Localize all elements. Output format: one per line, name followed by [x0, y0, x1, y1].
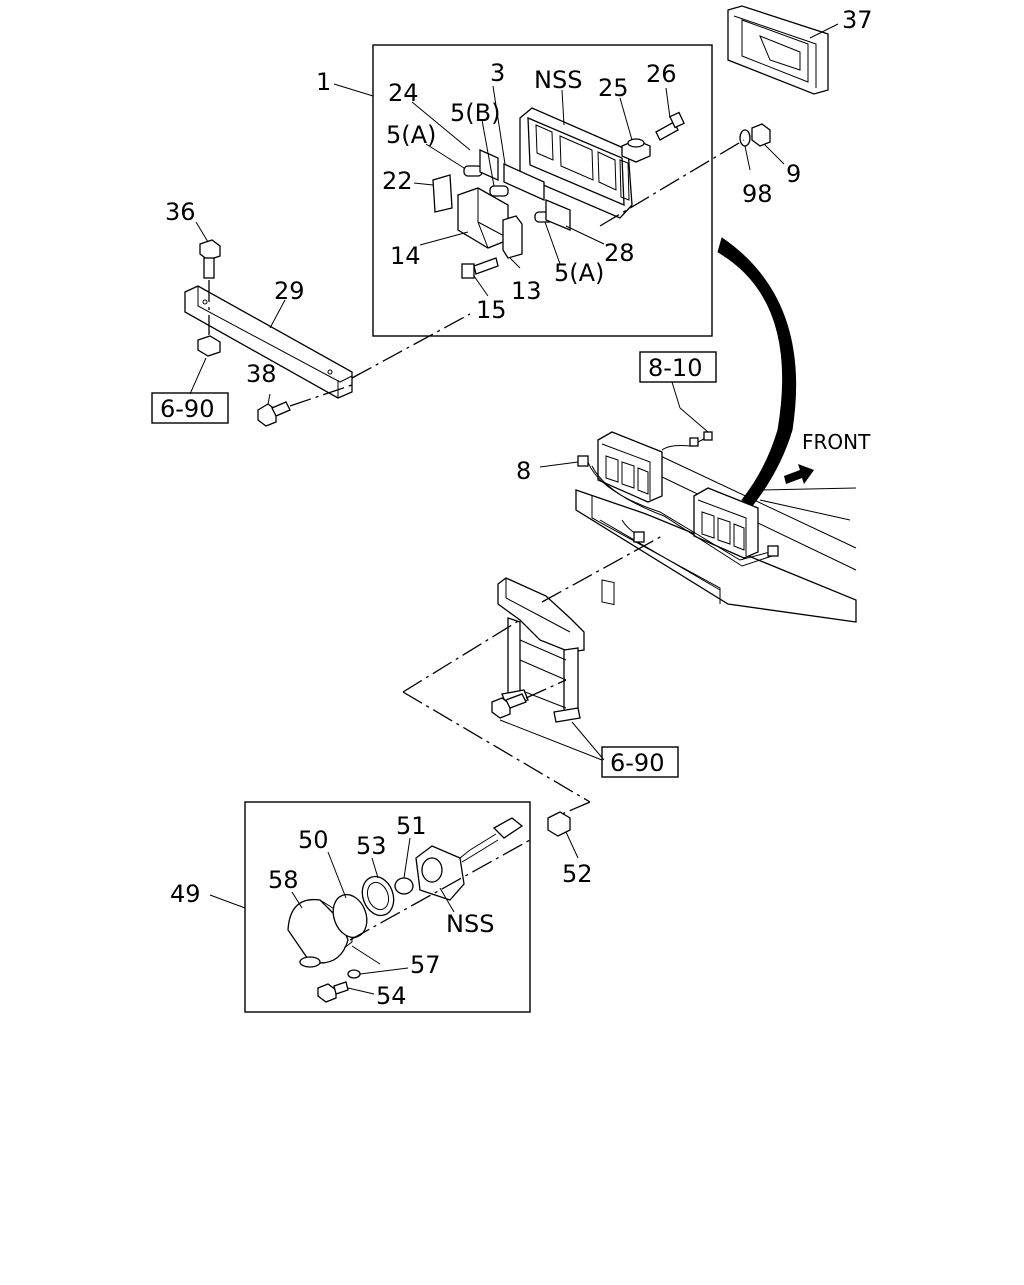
plate-3 [503, 162, 545, 202]
label-nss-bottom: NSS [446, 910, 494, 938]
callout-51: 51 [396, 812, 427, 840]
lamp-housing-left [597, 431, 663, 606]
cover-14 [457, 187, 509, 249]
pin-5a-top [463, 165, 483, 177]
callout-52: 52 [562, 860, 593, 888]
callout-38: 38 [246, 360, 277, 388]
plate-24 [479, 148, 499, 182]
callout-50: 50 [298, 826, 329, 854]
callout-36: 36 [165, 198, 196, 226]
nut-9 [751, 123, 771, 147]
callout-15: 15 [476, 296, 507, 324]
leaders-group-49 [209, 831, 579, 995]
group-1-frame [372, 44, 713, 337]
bracket-29 [184, 285, 353, 399]
callout-8: 8 [516, 457, 531, 485]
bolt-stand [491, 693, 527, 719]
bracket-13 [502, 215, 523, 259]
callout-3: 3 [490, 59, 505, 87]
screw-54 [317, 981, 349, 1003]
connector [492, 817, 524, 839]
ref-box-6-90-right [601, 746, 679, 778]
callout-58: 58 [268, 866, 299, 894]
wire-harness [577, 407, 779, 567]
front-arrow-icon [784, 464, 814, 484]
callout-22: 22 [382, 167, 413, 195]
bulb-51 [394, 877, 414, 895]
callout-14: 14 [390, 242, 421, 270]
callout-54: 54 [376, 982, 407, 1010]
assembly-arrow [717, 237, 797, 507]
callout-28: 28 [604, 239, 635, 267]
group-49-frame [244, 801, 531, 1013]
bolt-36 [199, 239, 221, 279]
gasket-53 [361, 875, 395, 917]
callout-53: 53 [356, 832, 387, 860]
callout-24: 24 [388, 79, 419, 107]
callout-25: 25 [598, 74, 629, 102]
callout-9: 9 [786, 160, 801, 188]
ref-label-6-90-right: 6-90 [610, 749, 664, 777]
washer-98 [739, 129, 751, 147]
callout-98: 98 [742, 180, 773, 208]
washer-57 [347, 969, 361, 979]
callout-37: 37 [842, 6, 873, 34]
callout-5b: 5(B) [450, 99, 500, 127]
callout-29: 29 [274, 277, 305, 305]
lamp-housing-right [693, 487, 759, 559]
cab-frame [575, 451, 857, 623]
pin-5b [489, 185, 509, 197]
ref-box-8-10 [639, 351, 717, 383]
ref-label-6-90-left: 6-90 [160, 395, 214, 423]
lens-50 [332, 893, 368, 939]
screw-26 [655, 111, 685, 141]
ref-box-6-90-left [151, 392, 229, 424]
ref-label-8-10: 8-10 [648, 354, 702, 382]
bolt-38 [257, 401, 291, 427]
callout-5a-top: 5(A) [386, 121, 436, 149]
callout-26: 26 [646, 60, 677, 88]
plate-28 [545, 199, 571, 231]
knob-25 [621, 138, 651, 163]
callout-57: 57 [410, 951, 441, 979]
screw-15 [461, 257, 499, 279]
plate-22 [432, 174, 453, 213]
callout-1: 1 [316, 68, 331, 96]
meter-housing [519, 107, 633, 219]
callout-13: 13 [511, 277, 542, 305]
part-52 [547, 811, 571, 837]
socket-body [415, 833, 499, 901]
callout-49: 49 [170, 880, 201, 908]
nut-6-90 [197, 335, 221, 357]
callout-5a-bottom: 5(A) [554, 259, 604, 287]
part-37 [727, 5, 839, 95]
leaders-group-1 [333, 83, 671, 297]
front-label: FRONT [802, 430, 871, 454]
label-nss-top: NSS [534, 66, 582, 94]
